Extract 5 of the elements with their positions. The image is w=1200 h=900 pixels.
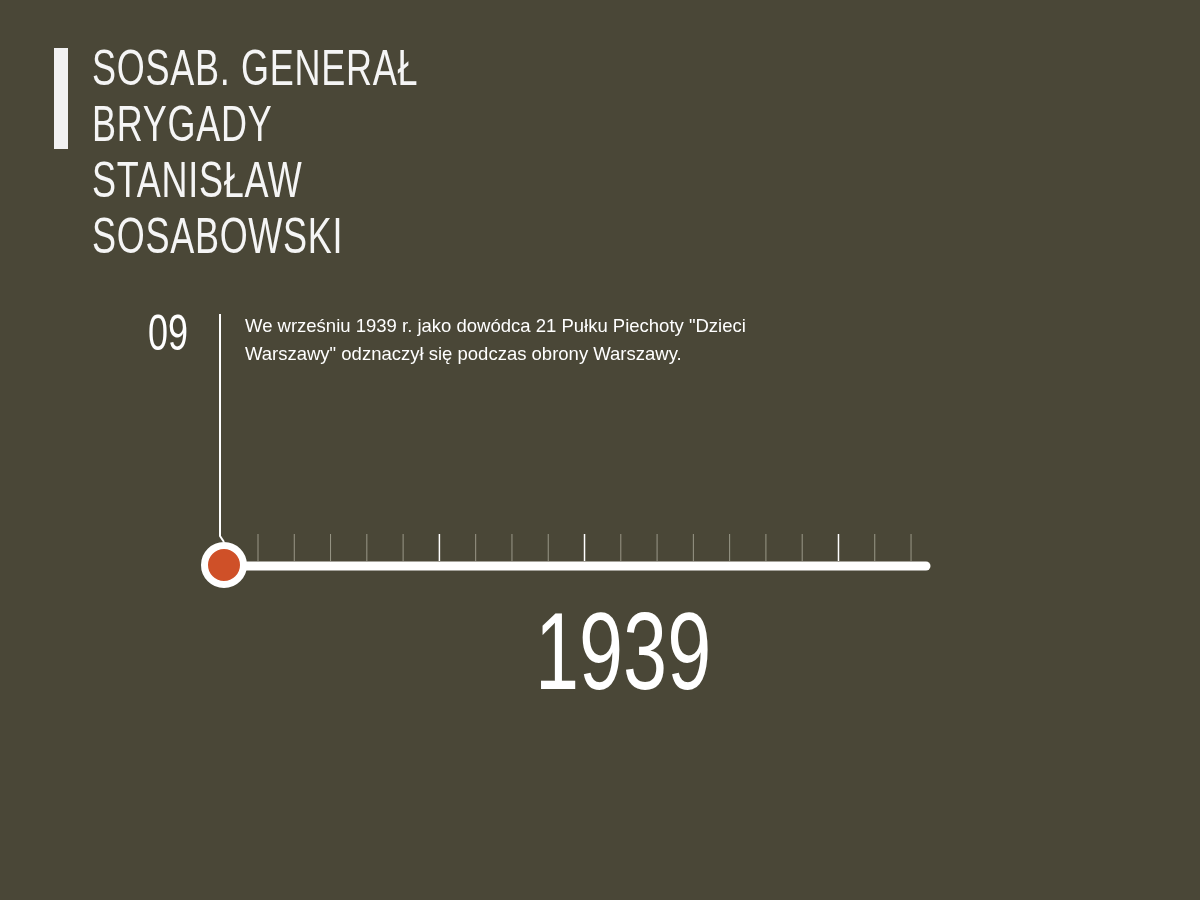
year-label: 1939 [535, 596, 712, 706]
event-month: 09 [148, 308, 189, 358]
title: SOSAB. GENERAŁ BRYGADY STANISŁAW SOSABOWSKI [92, 40, 420, 264]
connector-line [219, 313, 225, 543]
event-description: We wrześniu 1939 r. jako dowódca 21 Pułku Piechoty "Dzieci Warszawy" odznaczył się podczas obrony Warszawy. [245, 314, 747, 366]
